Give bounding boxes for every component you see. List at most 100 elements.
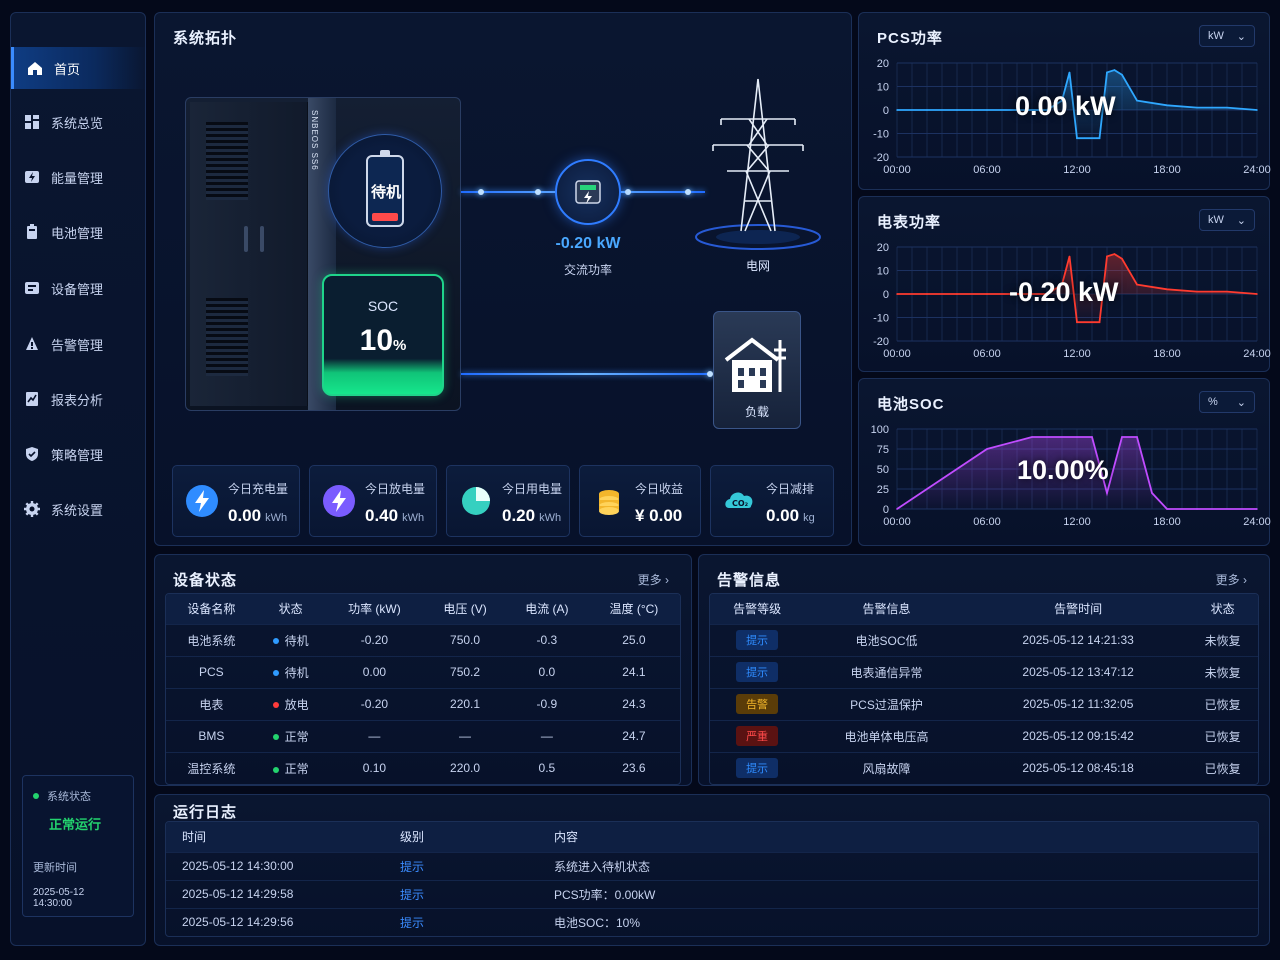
alarm-level-badge: 告警 <box>736 694 779 714</box>
device-status: 正常 <box>256 719 325 752</box>
device-status-text: 放电 <box>284 697 309 712</box>
device-table: 设备名称状态功率 (kW)电压 (V)电流 (A)温度 (°C)电池系统待机-0… <box>165 593 681 785</box>
device-more-link[interactable]: 更多 › <box>637 573 669 587</box>
sidebar-item-6[interactable]: 报表分析 <box>11 378 147 420</box>
data-point <box>926 109 928 111</box>
sidebar-item-4[interactable]: 设备管理 <box>11 267 147 309</box>
log-col-header: 时间 <box>166 822 384 852</box>
y-tick-label: 20 <box>877 58 889 70</box>
stat-label: 今日收益 <box>635 482 684 496</box>
home-icon <box>26 59 44 77</box>
alarm-col-header: 告警时间 <box>968 594 1188 624</box>
stat-unit: kg <box>803 512 815 524</box>
status-dot <box>272 638 279 645</box>
load-node[interactable]: 负载 <box>713 311 801 429</box>
soc-current-value: 10.00% <box>1017 455 1109 485</box>
log-col-header: 内容 <box>538 822 1258 852</box>
log-level: 提示 <box>384 879 538 908</box>
grid-label: 电网 <box>745 259 770 273</box>
svg-text:CO₂: CO₂ <box>732 499 749 508</box>
data-point <box>1098 137 1101 139</box>
meter-icon <box>575 180 601 204</box>
data-point <box>1121 257 1123 260</box>
stat-label: 今日用电量 <box>502 482 563 496</box>
system-status-box: 系统状态 正常运行 更新时间 2025-05-12 14:30:00 <box>22 775 134 917</box>
meter-unit-select[interactable]: kW⌄ <box>1199 209 1255 231</box>
data-point <box>1053 288 1056 291</box>
log-level: 提示 <box>384 907 538 936</box>
data-point <box>1256 508 1258 510</box>
sidebar-item-3[interactable]: 电池管理 <box>11 211 147 253</box>
soc-unit-select[interactable]: %⌄ <box>1199 391 1255 413</box>
sidebar: 首页系统总览能量管理电池管理设备管理告警管理报表分析策略管理系统设置 系统状态 … <box>10 12 147 946</box>
stat-value-wrap: ¥ 0.00 <box>635 506 682 526</box>
data-point <box>1046 109 1048 111</box>
soc-value: 10 <box>359 324 394 357</box>
sidebar-item-label: 首页 <box>54 61 81 77</box>
alarm-info: 电表通信异常 <box>804 655 969 688</box>
more-label: 更多 <box>1215 573 1240 587</box>
gear-icon <box>23 500 41 518</box>
battery-icon <box>23 223 41 241</box>
sidebar-item-2[interactable]: 能量管理 <box>11 156 147 198</box>
bolt-circle-icon <box>322 484 356 518</box>
log-time: 2025-05-12 14:30:00 <box>166 851 384 880</box>
sidebar-item-5[interactable]: 告警管理 <box>11 323 147 365</box>
y-tick-label: 10 <box>877 266 889 278</box>
run-log-title: 运行日志 <box>173 804 238 821</box>
building-icon <box>724 337 786 392</box>
pcs-unit-select[interactable]: kW⌄ <box>1199 25 1255 47</box>
x-tick-label: 06:00 <box>973 516 1001 528</box>
topology-title: 系统拓扑 <box>173 30 238 47</box>
sidebar-item-0[interactable]: 首页 <box>11 47 147 89</box>
device-status-title: 设备状态 <box>173 572 238 589</box>
pie-icon <box>459 484 493 518</box>
sidebar-item-7[interactable]: 策略管理 <box>11 433 147 475</box>
sidebar-item-1[interactable]: 系统总览 <box>11 101 147 143</box>
battery-state-text: 待机 <box>370 184 401 201</box>
energy-storage-cabinet[interactable]: SNBEOS SS6 待机 SOC 10% <box>185 97 461 411</box>
device-voltage: 750.2 <box>424 655 506 688</box>
alarm-col-header: 告警信息 <box>804 594 969 624</box>
device-voltage: 220.1 <box>424 687 506 720</box>
sidebar-item-8[interactable]: 系统设置 <box>11 488 147 530</box>
ac-meter-node[interactable] <box>555 159 621 225</box>
alarm-state: 未恢复 <box>1187 655 1258 688</box>
data-point <box>1121 436 1123 438</box>
y-tick-label: 25 <box>877 484 889 496</box>
y-tick-label: -10 <box>873 129 889 141</box>
data-point <box>1053 104 1056 107</box>
bolt-circle-icon <box>185 484 219 518</box>
stat-value: 0.00 <box>766 506 800 525</box>
series-line <box>897 253 1258 324</box>
soc-unit: % <box>393 337 407 354</box>
chevron-down-icon: ⌄ <box>1236 214 1246 227</box>
grid-tower-icon[interactable] <box>691 75 825 255</box>
alarm-level-badge: 提示 <box>736 662 779 682</box>
alarm-col-header: 状态 <box>1187 594 1258 624</box>
alarm-time: 2025-05-12 13:47:12 <box>968 655 1188 688</box>
data-point <box>1016 109 1018 111</box>
data-point <box>986 448 988 450</box>
bell-icon <box>23 335 41 353</box>
alarm-more-link[interactable]: 更多 › <box>1215 573 1247 587</box>
device-status-text: 正常 <box>284 761 309 776</box>
